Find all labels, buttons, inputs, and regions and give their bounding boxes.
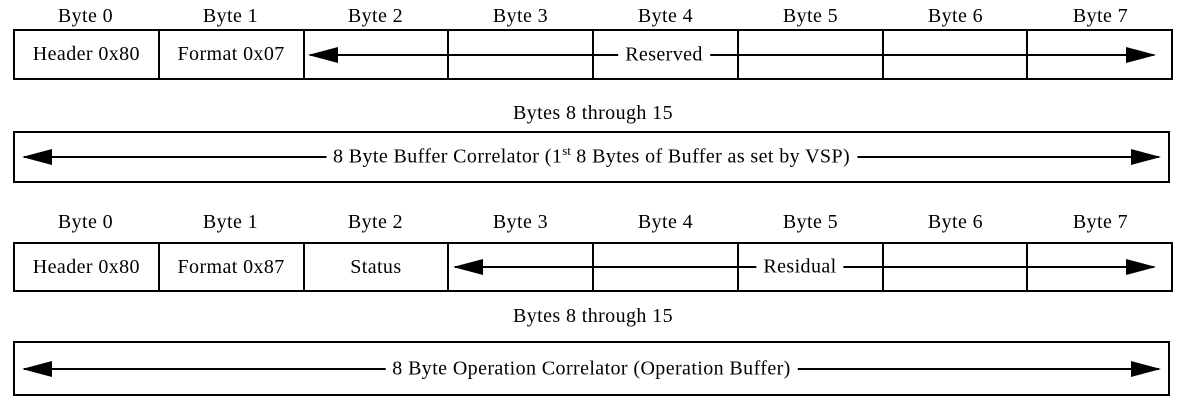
section-title-bytes-8-15: Bytes 8 through 15	[513, 305, 673, 327]
cell-status: Status	[305, 244, 450, 290]
label-suffix: 8 Bytes of Buffer as set by VSP)	[570, 145, 851, 168]
byte-header-label: Byte 7	[1072, 5, 1129, 27]
byte-header-label: Byte 1	[202, 5, 259, 27]
byte-header-row-1: Byte 0 Byte 1 Byte 2 Byte 3 Byte 4 Byte …	[13, 3, 1173, 29]
byte-header-label: Byte 4	[637, 5, 694, 27]
arrow-shaft	[310, 53, 1154, 56]
cell-format-0x87: Format 0x87	[160, 244, 305, 290]
byte-header-label: Byte 6	[927, 211, 984, 233]
arrowhead-left-icon	[22, 360, 52, 377]
reserved-span-arrow: Reserved	[308, 29, 1156, 80]
byte-header-label: Byte 5	[782, 5, 839, 27]
cell-header-0x80: Header 0x80	[15, 244, 160, 290]
arrowhead-left-icon	[22, 149, 52, 165]
byte-header-label: Byte 0	[57, 211, 114, 233]
byte-header-label: Byte 4	[637, 211, 694, 233]
byte-header-label: Byte 6	[927, 5, 984, 27]
operation-correlator-box: 8 Byte Operation Correlator (Operation B…	[13, 341, 1170, 396]
byte-header-label: Byte 2	[347, 211, 404, 233]
residual-label: Residual	[756, 255, 844, 279]
residual-span-arrow: Residual	[453, 242, 1156, 292]
arrowhead-left-icon	[453, 259, 483, 275]
cell-format-0x07: Format 0x07	[160, 31, 305, 78]
byte-header-label: Byte 7	[1072, 211, 1129, 233]
arrowhead-left-icon	[308, 46, 338, 63]
section-title-bytes-8-15: Bytes 8 through 15	[513, 102, 673, 124]
byte-header-label: Byte 2	[347, 5, 404, 27]
byte-header-label: Byte 3	[492, 5, 549, 27]
byte-header-label: Byte 1	[202, 211, 259, 233]
byte-header-label: Byte 0	[57, 5, 114, 27]
arrowhead-right-icon	[1126, 46, 1156, 63]
byte-header-row-2: Byte 0 Byte 1 Byte 2 Byte 3 Byte 4 Byte …	[13, 209, 1173, 235]
byte-header-label: Byte 3	[492, 211, 549, 233]
reserved-label: Reserved	[618, 43, 710, 66]
label-prefix: 8 Byte Buffer Correlator (1	[332, 145, 563, 168]
arrowhead-right-icon	[1131, 149, 1161, 165]
label-superscript: st	[562, 142, 571, 158]
cell-header-0x80: Header 0x80	[15, 31, 160, 78]
buffer-correlator-label: 8 Byte Buffer Correlator (1st 8 Bytes of…	[325, 142, 858, 169]
buffer-correlator-arrow: 8 Byte Buffer Correlator (1st 8 Bytes of…	[22, 133, 1161, 181]
arrowhead-right-icon	[1126, 259, 1156, 275]
byte-header-label: Byte 5	[782, 211, 839, 233]
operation-correlator-arrow: 8 Byte Operation Correlator (Operation B…	[22, 343, 1161, 394]
buffer-correlator-box: 8 Byte Buffer Correlator (1st 8 Bytes of…	[13, 131, 1170, 183]
operation-correlator-label: 8 Byte Operation Correlator (Operation B…	[385, 357, 798, 380]
arrowhead-right-icon	[1131, 360, 1161, 377]
